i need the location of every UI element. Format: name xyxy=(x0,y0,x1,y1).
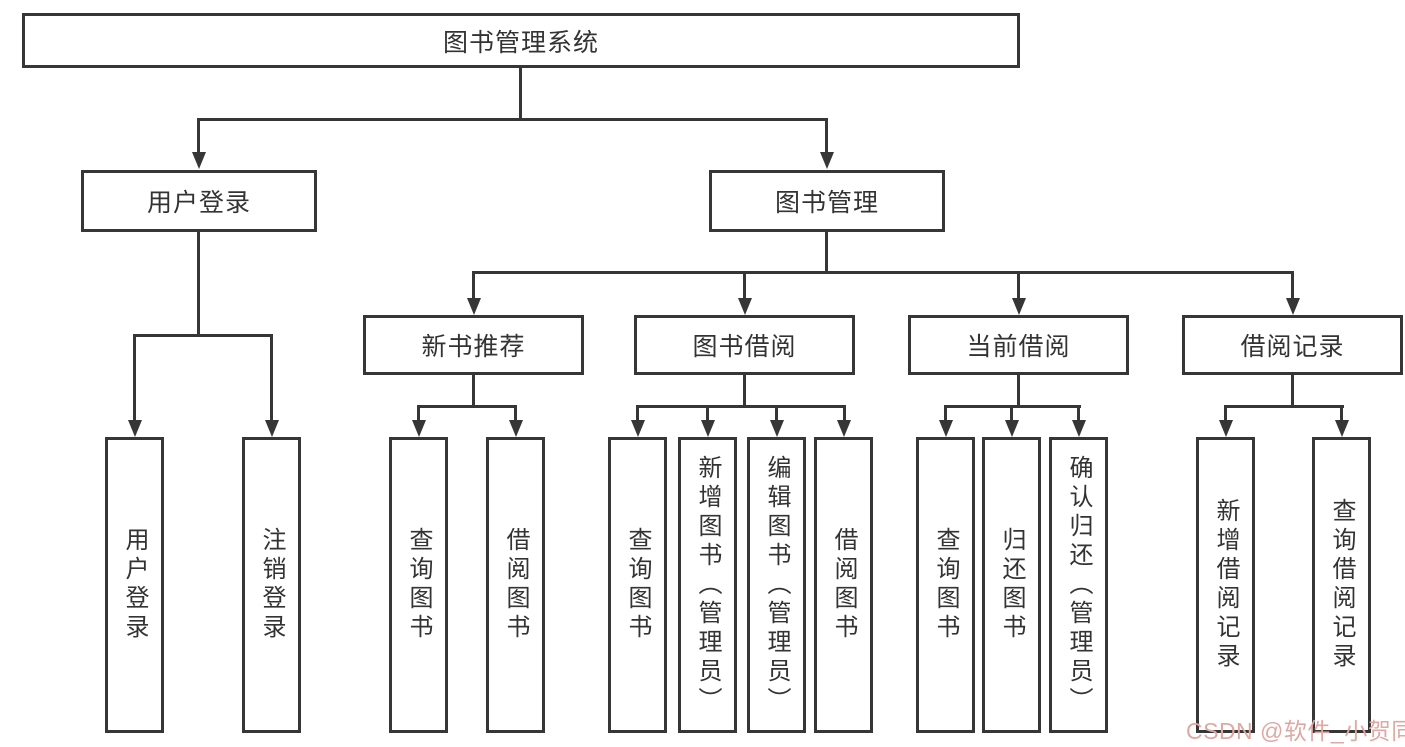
node-book-manage: 图书管理 xyxy=(709,170,945,232)
leaf-logout-login: 注销登录 xyxy=(242,437,301,733)
connector-line xyxy=(197,118,200,152)
node-current-borrow: 当前借阅 xyxy=(908,315,1129,375)
leaf-records-query-borrow-record: 查询借阅记录 xyxy=(1312,437,1371,733)
leaf-recommend-query-books: 查询图书 xyxy=(389,437,448,733)
leaf-records-add-borrow-record: 新增借阅记录 xyxy=(1196,437,1255,733)
arrowhead-down xyxy=(1335,420,1349,437)
connector-line xyxy=(743,375,746,407)
arrowhead-down xyxy=(701,420,715,437)
node-user-login: 用户登录 xyxy=(81,170,317,232)
arrowhead-down xyxy=(837,420,851,437)
connector-line xyxy=(1010,405,1013,421)
arrowhead-down xyxy=(738,298,752,315)
arrowhead-down xyxy=(467,298,481,315)
connector-line xyxy=(1291,375,1294,407)
arrowhead-down xyxy=(1286,298,1300,315)
connector-line xyxy=(519,68,522,121)
connector-line xyxy=(133,334,136,420)
connector-line xyxy=(843,405,846,421)
arrowhead-down xyxy=(770,420,784,437)
connector-line xyxy=(514,405,517,421)
connector-line xyxy=(706,405,709,421)
connector-line xyxy=(743,271,746,300)
connector-line xyxy=(1077,405,1080,421)
leaf-recommend-borrow-books: 借阅图书 xyxy=(486,437,545,733)
connector-line xyxy=(1224,405,1227,421)
arrowhead-down xyxy=(412,420,426,437)
csdn-watermark: CSDN @软件_小贺同学 xyxy=(1186,718,1405,744)
connector-line xyxy=(472,375,475,407)
connector-line xyxy=(472,271,475,300)
connector-line xyxy=(944,405,947,421)
node-book-borrow: 图书借阅 xyxy=(634,315,855,375)
arrowhead-down xyxy=(265,420,279,437)
connector-line xyxy=(417,405,420,421)
connector-line xyxy=(1291,271,1294,300)
connector-line xyxy=(825,232,828,273)
arrowhead-down xyxy=(939,420,953,437)
connector-line xyxy=(1340,405,1343,421)
connector-line xyxy=(417,405,517,408)
arrowhead-down xyxy=(509,420,523,437)
arrowhead-down xyxy=(1219,420,1233,437)
leaf-borrow-query-books: 查询图书 xyxy=(608,437,667,733)
leaf-current-query-books: 查询图书 xyxy=(916,437,975,733)
connector-line xyxy=(133,334,273,337)
arrowhead-down xyxy=(631,420,645,437)
connector-line xyxy=(1017,271,1020,300)
node-new-book-recommend: 新书推荐 xyxy=(363,315,584,375)
arrowhead-down xyxy=(192,152,206,169)
leaf-current-return-books: 归还图书 xyxy=(982,437,1041,733)
connector-line xyxy=(472,271,1294,274)
arrowhead-down xyxy=(820,152,834,169)
node-root: 图书管理系统 xyxy=(22,13,1020,68)
arrowhead-down xyxy=(1012,298,1026,315)
connector-line xyxy=(636,405,846,408)
connector-line xyxy=(270,334,273,420)
leaf-current-confirm-return-admin: 确认归还（管理员） xyxy=(1049,437,1108,733)
leaf-borrow-edit-books-admin: 编辑图书（管理员） xyxy=(747,437,806,733)
connector-line xyxy=(825,118,828,152)
leaf-user-login: 用户登录 xyxy=(105,437,164,733)
arrowhead-down xyxy=(1072,420,1086,437)
arrowhead-down xyxy=(128,420,142,437)
node-borrow-records: 借阅记录 xyxy=(1182,315,1403,375)
connector-line xyxy=(1224,405,1344,408)
arrowhead-down xyxy=(1005,420,1019,437)
connector-line xyxy=(636,405,639,421)
connector-line xyxy=(197,118,828,121)
leaf-borrow-borrow-books: 借阅图书 xyxy=(814,437,873,733)
connector-line xyxy=(775,405,778,421)
connector-line xyxy=(197,232,200,336)
connector-line xyxy=(1017,375,1020,407)
leaf-borrow-add-books-admin: 新增图书（管理员） xyxy=(678,437,737,733)
